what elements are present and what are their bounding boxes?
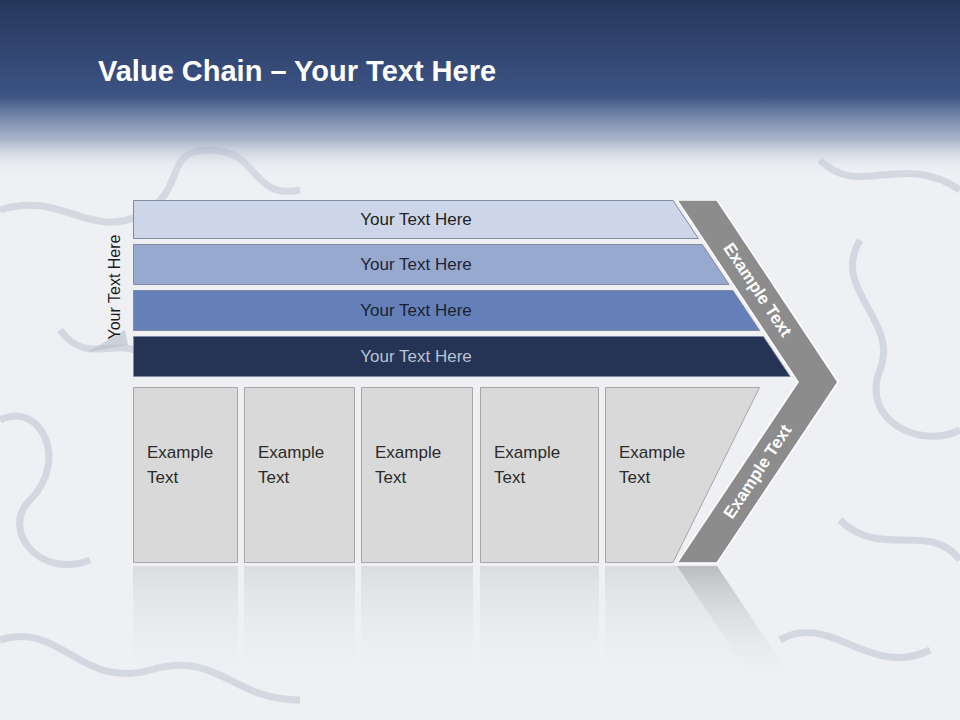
box-label: Example Text [147, 440, 232, 490]
vertical-label: Your Text Here [106, 235, 124, 340]
slide-title: Value Chain – Your Text Here [98, 55, 496, 88]
band-label: Your Text Here [133, 336, 699, 377]
primary-activity-box: Example Text [605, 387, 760, 563]
band-label: Your Text Here [133, 244, 699, 285]
header-band [0, 0, 960, 175]
box-label: Example Text [258, 440, 349, 490]
band-label: Your Text Here [133, 200, 699, 239]
support-band: Your Text Here [133, 244, 730, 285]
primary-activity-box: Example Text [480, 387, 599, 563]
puzzle-pattern [0, 150, 960, 700]
support-band: Your Text Here [133, 290, 760, 331]
support-band: Your Text Here [133, 336, 791, 377]
primary-activity-box: Example Text [133, 387, 238, 563]
primary-activity-box: Example Text [244, 387, 355, 563]
support-band: Your Text Here [133, 200, 699, 239]
box-label: Example Text [375, 440, 467, 490]
primary-activity-box: Example Text [361, 387, 473, 563]
value-chevron: Example TextExample Text [677, 200, 839, 564]
box-label: Example Text [619, 440, 694, 490]
reflection [133, 566, 797, 686]
chevron-shape [677, 200, 839, 564]
box-label: Example Text [494, 440, 593, 490]
chevron-label: Example Text [719, 239, 796, 340]
band-label: Your Text Here [133, 290, 699, 331]
